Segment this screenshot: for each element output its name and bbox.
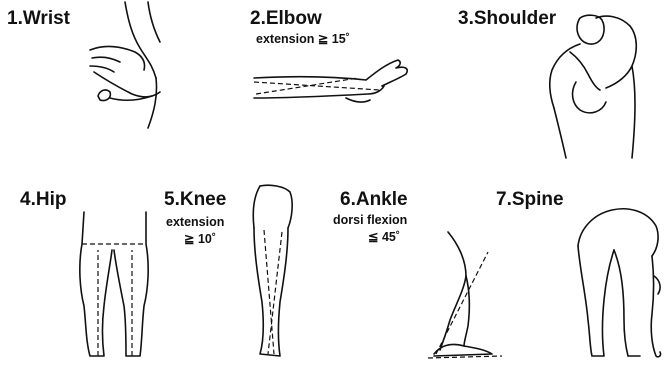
spine-label: 7.Spine: [496, 190, 564, 209]
ankle-label: 6.Ankle: [340, 190, 408, 209]
hip-figure: [70, 210, 160, 365]
knee-note-line2: ≧ 10˚: [184, 232, 216, 246]
ankle-figure: [410, 230, 510, 365]
wrist-figure: [80, 0, 190, 130]
wrist-label: 1.Wrist: [7, 9, 70, 28]
elbow-figure: [250, 52, 420, 112]
elbow-label: 2.Elbow: [250, 9, 322, 28]
hip-label: 4.Hip: [20, 190, 66, 209]
shoulder-figure: [540, 12, 650, 162]
knee-note-line1: extension: [166, 215, 224, 229]
ankle-note-line2: ≦ 45˚: [368, 230, 400, 244]
knee-label: 5.Knee: [164, 190, 226, 209]
ankle-note-line1: dorsi flexion: [333, 213, 407, 227]
elbow-note: extension ≧ 15˚: [256, 32, 350, 46]
knee-figure: [240, 182, 300, 362]
spine-figure: [570, 200, 665, 360]
